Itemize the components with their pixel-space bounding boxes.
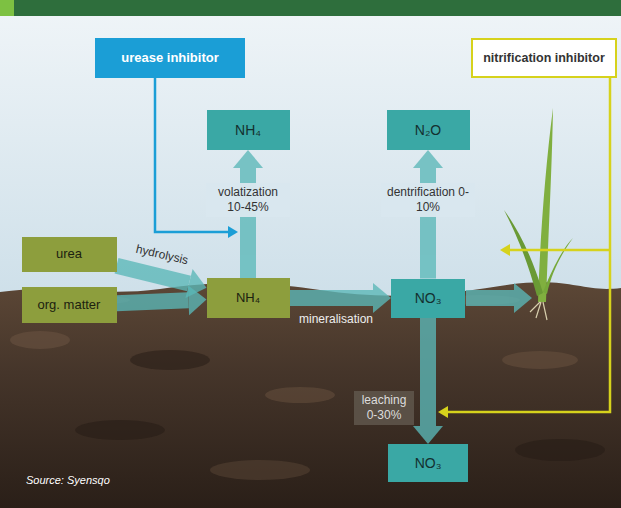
inhibitor-line	[510, 249, 610, 252]
node-text: urea	[56, 246, 82, 262]
flow-arrow	[117, 285, 207, 315]
uptake-arrow-head	[514, 283, 532, 313]
uptake-arrow-shaft	[466, 290, 514, 306]
soil-clod	[265, 387, 335, 403]
source-box: NH₄	[207, 278, 290, 318]
plant-leaf	[538, 108, 553, 302]
flow-arrow-shaft	[420, 318, 436, 427]
flow-arrow-head	[233, 150, 263, 168]
header-square	[0, 0, 14, 16]
inhibitor-box: urease inhibitor	[95, 38, 245, 78]
node-text: urease inhibitor	[121, 50, 219, 66]
flow-arrow-shaft	[117, 266, 190, 284]
uptake-arrow	[466, 283, 532, 313]
source-box: urea	[22, 237, 117, 272]
node-text: org. matter	[38, 297, 101, 313]
flow-label: leaching 0-30%	[354, 391, 414, 425]
node-text: nitrification inhibitor	[483, 51, 605, 66]
flow-arrow-shaft	[290, 290, 374, 306]
node-text: NO₃	[415, 290, 442, 307]
source-box: org. matter	[22, 287, 117, 323]
flow-arrow-head	[413, 426, 443, 444]
node-text: NH₄	[235, 122, 261, 139]
compound-box: NH₄	[207, 110, 290, 150]
compound-box: NO₃	[388, 444, 468, 482]
header-band	[0, 0, 621, 16]
soil-clod	[502, 351, 578, 369]
inhibitor-arrowhead	[438, 406, 448, 418]
plant-leaf	[543, 238, 573, 294]
compound-box: N₂O	[387, 110, 470, 150]
soil-clod	[10, 331, 70, 349]
flow-label: hydrolysis	[134, 242, 189, 269]
inhibitor-arrowhead	[228, 226, 238, 238]
soil	[0, 282, 621, 508]
flow-arrow	[290, 283, 392, 313]
plant	[504, 108, 573, 320]
node-text: NH₄	[236, 290, 260, 306]
flow-label: mineralisation	[299, 312, 373, 327]
flow-arrow-head	[188, 285, 207, 315]
node-text: NO₃	[415, 455, 442, 472]
plant-root	[530, 302, 547, 320]
inhibitor-box: nitrification inhibitor	[471, 38, 617, 78]
flow-label: dentrification 0-10%	[381, 183, 475, 217]
compound-box: NO₃	[391, 279, 465, 318]
node-text: N₂O	[415, 122, 441, 139]
source-note: Source: Syensqo	[26, 474, 110, 488]
soil-clod	[515, 439, 605, 461]
inhibitor-line	[448, 78, 610, 412]
inhibitor-arrowhead	[500, 244, 510, 256]
soil-clod	[130, 350, 210, 370]
soil-clod	[210, 460, 310, 480]
flow-arrow	[413, 318, 443, 445]
flow-arrow-head	[373, 283, 391, 313]
soil-clod	[75, 420, 165, 440]
flow-arrow-head	[413, 150, 443, 168]
flow-arrow-shaft	[117, 300, 189, 303]
flow-label: volatization 10-45%	[206, 183, 290, 217]
